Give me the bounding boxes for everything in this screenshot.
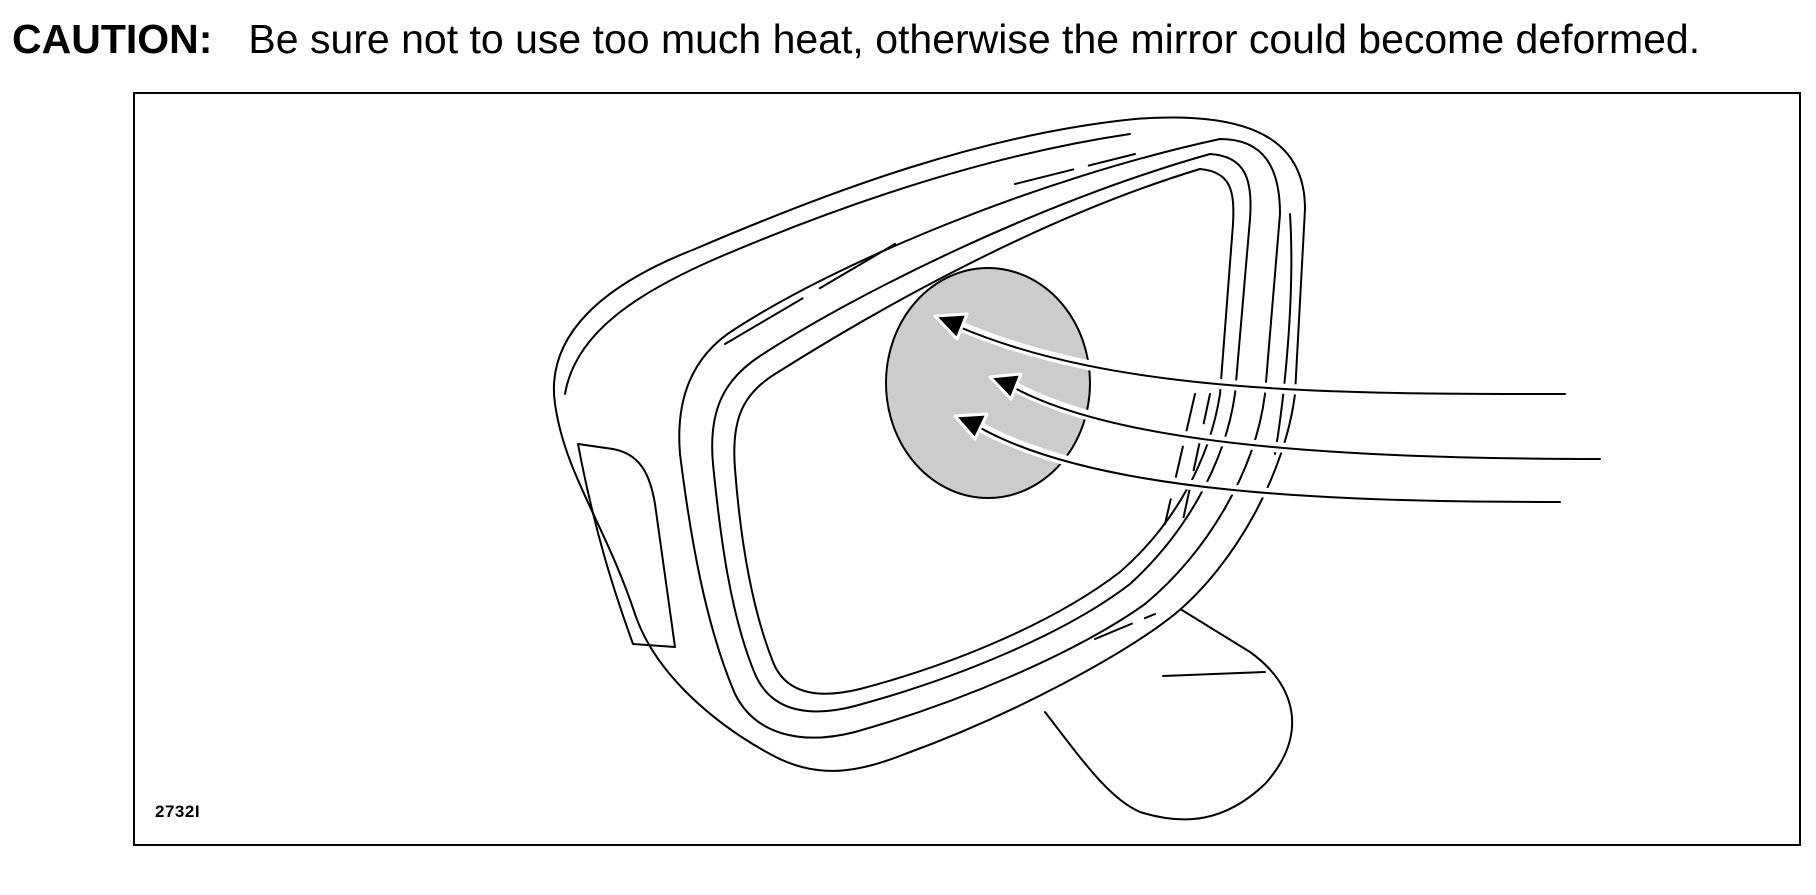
figure-number: 2732I [155,802,201,821]
caution-label: CAUTION: [12,16,213,62]
heat-arrow-3 [976,425,1561,503]
turn-signal-lens [577,443,676,648]
heat-arrow-2 [1010,385,1601,460]
reflection-line-right-1 [1164,393,1196,525]
mirror-housing-rim-upper [564,133,1131,395]
caution-text: Be sure not to use too much heat, otherw… [248,16,1701,62]
heat-arrow-head-2 [988,372,1023,401]
mirror-mount-line [1162,671,1266,677]
mirror-glass-bezel-outer [678,138,1281,739]
mirror-illustration [552,116,1605,821]
heated-area [885,267,1091,499]
mirror-housing-rim-right [1274,213,1293,455]
mirror-illustration-frame: 2732I [133,92,1801,846]
mirror-glass-bezel-inner [711,153,1252,713]
reflection-line-right-2 [1179,393,1211,535]
heat-arrows [933,312,1605,507]
mirror-mount-base [1044,606,1294,821]
heat-arrow-head-3 [953,412,989,441]
reflection-line-left [724,243,896,345]
caution-notice: CAUTION: Be sure not to use too much heat… [12,14,1700,64]
reflection-line-lower [1094,613,1156,640]
mirror-glass-surface [733,168,1235,695]
heat-arrow-head-1 [933,312,969,341]
heat-arrow-1 [956,325,1566,395]
reflection-line-upper [1014,153,1136,185]
